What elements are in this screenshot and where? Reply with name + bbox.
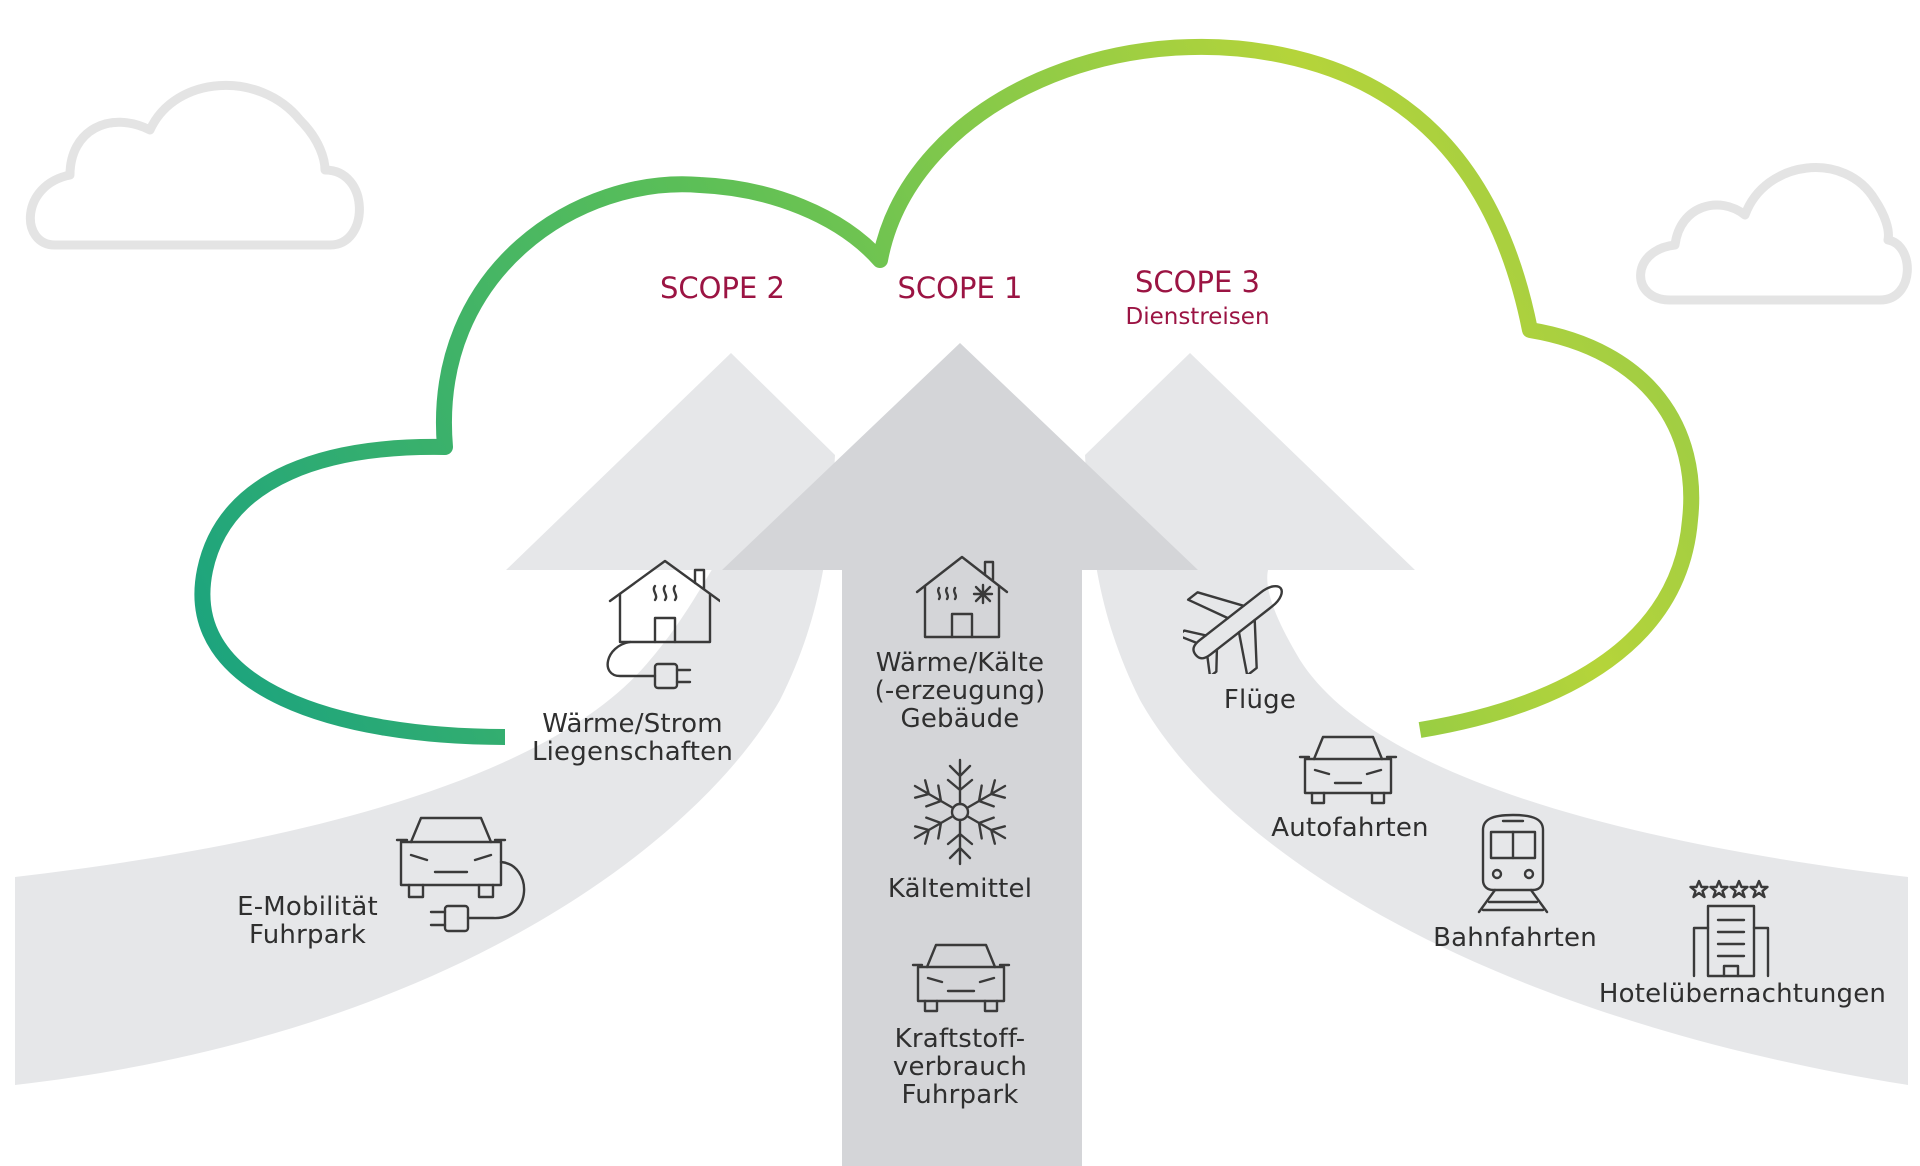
ev-car-plug-icon bbox=[393, 810, 528, 940]
background-cloud-right bbox=[1636, 163, 1912, 305]
fluege-line1: Flüge bbox=[1223, 685, 1297, 715]
car-icon bbox=[1297, 733, 1399, 805]
kraftstoff-line2: verbrauch bbox=[892, 1052, 1028, 1082]
waerme-kaelte-line1: Wärme/Kälte bbox=[875, 648, 1045, 678]
waerme-strom-line2: Liegenschaften bbox=[531, 737, 734, 767]
scope1-arrow bbox=[722, 343, 1198, 1166]
train-icon bbox=[1473, 812, 1553, 914]
house-plug-icon bbox=[600, 556, 720, 691]
kraftstoff-label: Kraftstoff- verbrauch Fuhrpark bbox=[865, 1025, 1055, 1109]
kraftstoff-line3: Fuhrpark bbox=[901, 1080, 1019, 1110]
scope2-arrow bbox=[15, 353, 835, 1085]
airplane-icon bbox=[1183, 574, 1288, 674]
bahnfahrten-label: Bahnfahrten bbox=[1425, 924, 1605, 952]
autofahrten-line1: Autofahrten bbox=[1271, 813, 1429, 843]
main-cloud-outline bbox=[194, 38, 1700, 745]
scope3-title: SCOPE 3 bbox=[1135, 265, 1260, 299]
house-heat-cold-icon bbox=[912, 552, 1012, 642]
kaeltemittel-label: Kältemittel bbox=[865, 875, 1055, 903]
autofahrten-label: Autofahrten bbox=[1260, 814, 1440, 842]
scope1-title: SCOPE 1 bbox=[897, 271, 1023, 305]
e-mobilitaet-label: E-Mobilität Fuhrpark bbox=[215, 893, 400, 949]
scope3-subtitle: Dienstreisen bbox=[1125, 304, 1270, 330]
scope3-arrow bbox=[1085, 353, 1908, 1085]
waerme-kaelte-line3: Gebäude bbox=[900, 704, 1020, 734]
scope2-title: SCOPE 2 bbox=[660, 271, 785, 305]
background-cloud-left bbox=[25, 80, 364, 250]
waerme-strom-label: Wärme/Strom Liegenschaften bbox=[520, 710, 745, 766]
bahnfahrten-line1: Bahnfahrten bbox=[1433, 923, 1597, 953]
snowflake-icon bbox=[912, 757, 1008, 867]
e-mobilitaet-line1: E-Mobilität bbox=[237, 892, 378, 922]
e-mobilitaet-line2: Fuhrpark bbox=[249, 920, 366, 950]
waerme-kaelte-label: Wärme/Kälte (-erzeugung) Gebäude bbox=[860, 649, 1060, 733]
kraftstoff-line1: Kraftstoff- bbox=[894, 1024, 1026, 1054]
hotel-label: Hotelübernachtungen bbox=[1595, 980, 1890, 1008]
kaeltemittel-line1: Kältemittel bbox=[887, 874, 1033, 904]
hotel-icon bbox=[1686, 878, 1776, 978]
hotel-line1: Hotelübernachtungen bbox=[1598, 979, 1887, 1009]
fluege-label: Flüge bbox=[1200, 686, 1320, 714]
waerme-kaelte-line2: (-erzeugung) bbox=[874, 676, 1046, 706]
car-icon bbox=[910, 941, 1012, 1013]
waerme-strom-line1: Wärme/Strom bbox=[542, 709, 723, 739]
